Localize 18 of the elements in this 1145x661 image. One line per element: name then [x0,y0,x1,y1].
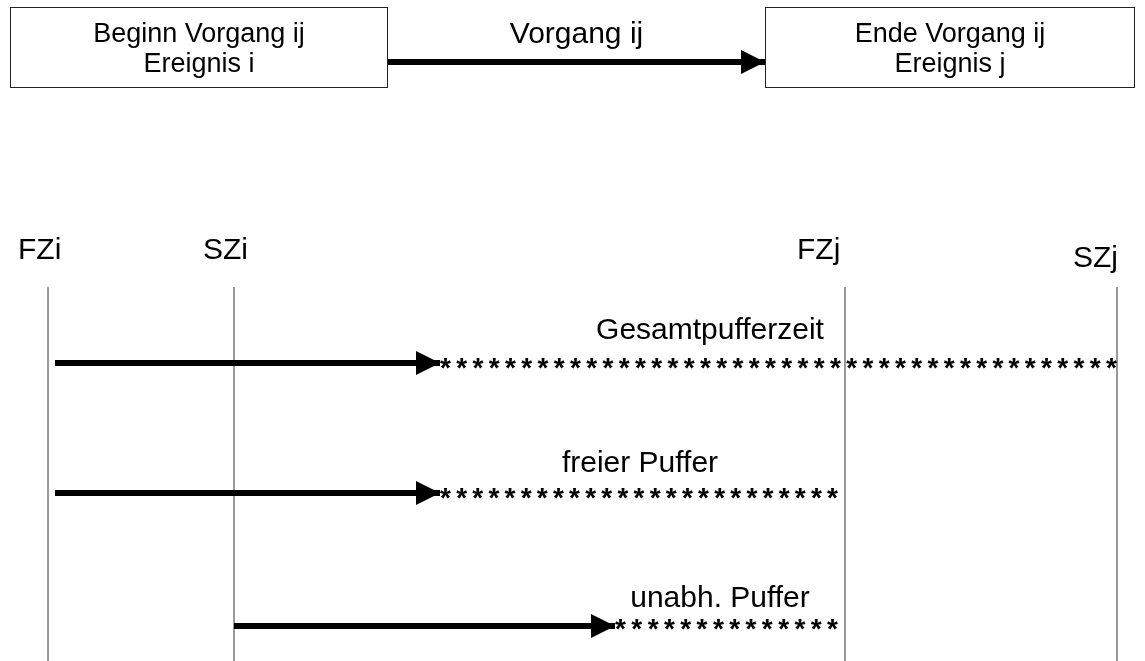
slack-label: freier Puffer [561,445,719,479]
arrow [388,50,765,74]
event-text: Ereignis j [894,47,1006,78]
slack-marks: ****************************************** [440,352,1117,384]
time-label: FZj [797,232,841,266]
event-text: Beginn Vorgang ij [93,17,305,48]
slack-label: unabh. Puffer [630,580,810,614]
event-text: Ende Vorgang ij [854,17,1046,48]
event-box [10,7,388,88]
slack-label: Gesamtpufferzeit [596,312,824,346]
edge-label: Vorgang ij [508,16,645,50]
slack-marks: ************************* [440,482,838,514]
event-text: Ereignis i [143,47,255,78]
event-box [765,7,1135,88]
time-label: SZi [203,232,248,266]
time-label: FZi [18,232,62,266]
slack-marks: ************** [615,613,838,645]
time-label: SZj [1073,240,1118,274]
